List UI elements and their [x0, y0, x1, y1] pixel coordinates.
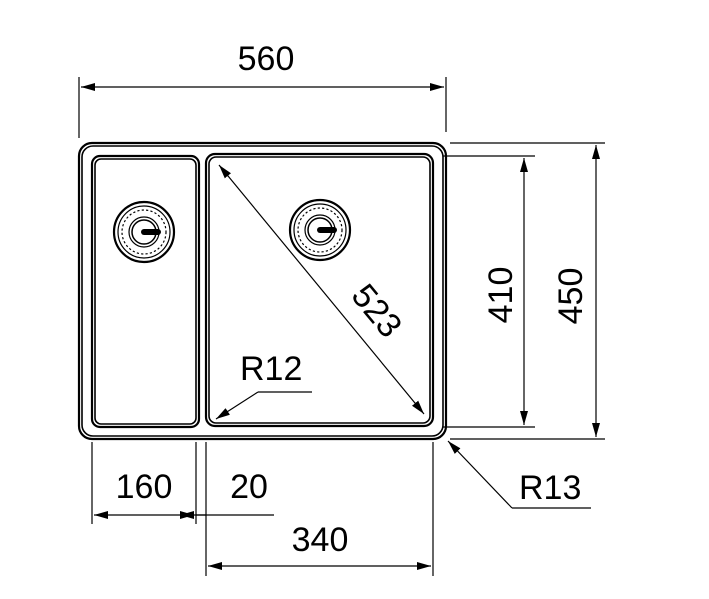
strainer-drain-icon — [288, 198, 352, 262]
label-inner-radius: R12 — [240, 350, 302, 388]
label-overall-height: 450 — [552, 268, 590, 325]
dim-overall-width: 560 — [78, 40, 447, 138]
label-large-bowl-width: 340 — [292, 521, 349, 559]
dim-divider-width: 20 — [180, 468, 274, 519]
dim-small-bowl-width: 160 — [94, 468, 194, 519]
small-bowl — [90, 154, 201, 429]
dim-bowl-height: 410 — [443, 155, 535, 428]
label-bowl-height: 410 — [482, 267, 520, 324]
strainer-drain-icon — [112, 200, 176, 264]
sink-outline — [77, 141, 448, 441]
label-divider-width: 20 — [230, 468, 268, 506]
large-bowl — [204, 152, 435, 428]
dim-overall-height: 450 — [450, 142, 605, 440]
dim-outer-radius: R13 — [447, 440, 591, 509]
label-diagonal: 523 — [344, 277, 409, 345]
label-overall-width: 560 — [238, 40, 295, 78]
label-small-bowl-width: 160 — [116, 468, 173, 506]
label-outer-radius: R13 — [519, 469, 581, 507]
bottom-extension-lines — [91, 442, 434, 576]
dim-large-bowl-width: 340 — [208, 521, 431, 570]
dim-inner-radius: R12 — [215, 350, 312, 420]
